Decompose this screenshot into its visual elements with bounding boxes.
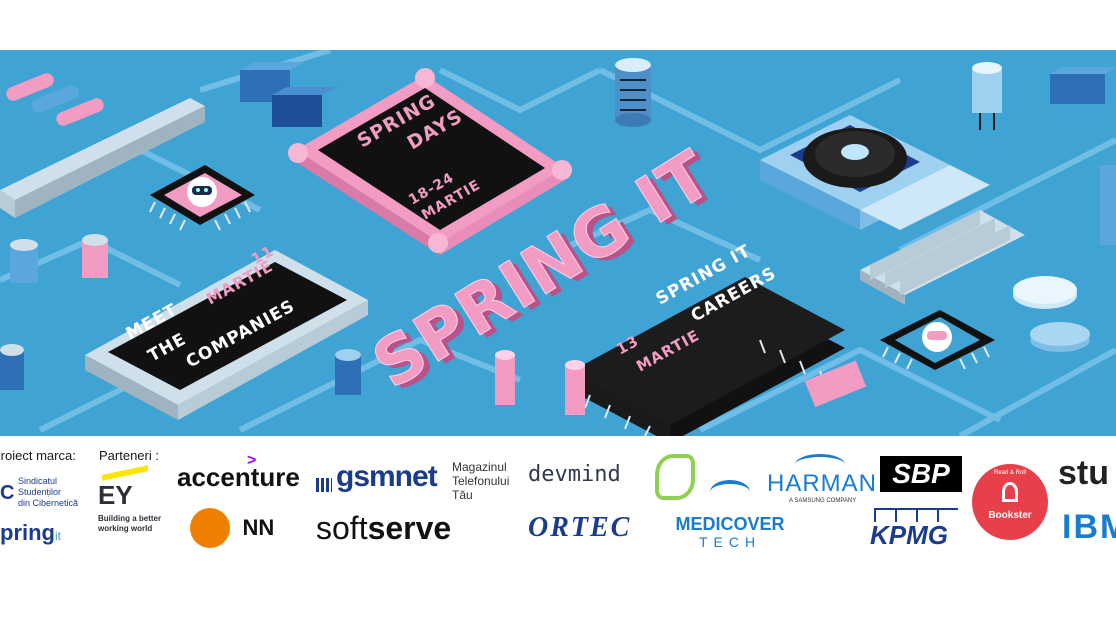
harman-logo: HARMAN A SAMSUNG COMPANY: [767, 454, 876, 514]
ey-logo: EY Building a better working world: [98, 465, 178, 550]
gsmnet-bars-icon: [316, 478, 332, 492]
sbp-logo: SBP: [880, 456, 962, 492]
resistor-group: [6, 73, 104, 126]
cylinder-component: [615, 58, 651, 127]
leaf-logo: [655, 454, 695, 500]
event-banner: MEET MARTIE 11 THE COMPANIES SPRING DAYS…: [0, 50, 1116, 436]
tube-component: [972, 62, 1002, 130]
sisc-line1: Sindicatul: [18, 476, 58, 486]
blue-capacitors: [240, 62, 1116, 127]
bookster-logo: Read & Roll Bookster: [972, 464, 1048, 540]
medicover-logo: MEDICOVER TECH: [670, 480, 790, 550]
accenture-logo: > accenture: [177, 452, 300, 492]
project-label: Proiect marca:: [0, 448, 76, 463]
small-cap-bottom: [335, 349, 361, 395]
cpu-cooler: [760, 115, 990, 230]
circuit-board-illustration: MEET MARTIE 11 THE COMPANIES SPRING DAYS…: [0, 50, 1116, 436]
sisc-logo: C Sindicatul Studenților din Cibernetică: [0, 476, 90, 512]
gsmnet-logo: gsmnet Magazinul Telefonului Tău: [316, 458, 526, 502]
small-capacitors-left: [0, 234, 108, 390]
accenture-caret-icon: >: [247, 452, 257, 469]
partners-strip: Proiect marca: Parteneri : C Sindicatul …: [0, 436, 1116, 556]
harman-arc-icon: [795, 454, 845, 475]
kpmg-logo: KPMG: [870, 508, 962, 550]
sisc-line3: din Cibernetică: [18, 498, 79, 508]
springit-logo: pringit: [0, 520, 61, 545]
battery-cells: [1013, 165, 1116, 352]
partners-label: Parteneri :: [99, 448, 159, 463]
softserve-logo: softserve: [316, 510, 452, 546]
pink-pins: [495, 350, 867, 415]
bookster-reader-icon: [1002, 482, 1018, 502]
nn-logo: NN: [190, 508, 274, 548]
ibm-logo: IBM: [1062, 508, 1116, 547]
sisc-line2: Studenților: [18, 487, 62, 497]
heatsink: [860, 210, 1025, 305]
stu-logo: stu: [1058, 454, 1109, 492]
nn-lion-icon: [190, 508, 230, 548]
careers-chip: SPRING IT CAREERS 13 MARTIE: [570, 241, 845, 436]
spring-days-chip: SPRING DAYS 18-24 MARTIE: [288, 68, 572, 255]
meet-companies-display: MEET MARTIE 11 THE COMPANIES: [85, 242, 368, 420]
sisc-mark: C: [0, 482, 15, 504]
ortec-logo: ORTEC: [528, 512, 632, 543]
medicover-figure-icon: [710, 480, 750, 504]
connector-slot: [0, 98, 205, 218]
robot-chip-left: [149, 165, 255, 231]
robot-chip-right: [880, 310, 995, 370]
devmind-logo: devmind: [528, 462, 621, 487]
kpmg-boxes-icon: [874, 508, 958, 522]
